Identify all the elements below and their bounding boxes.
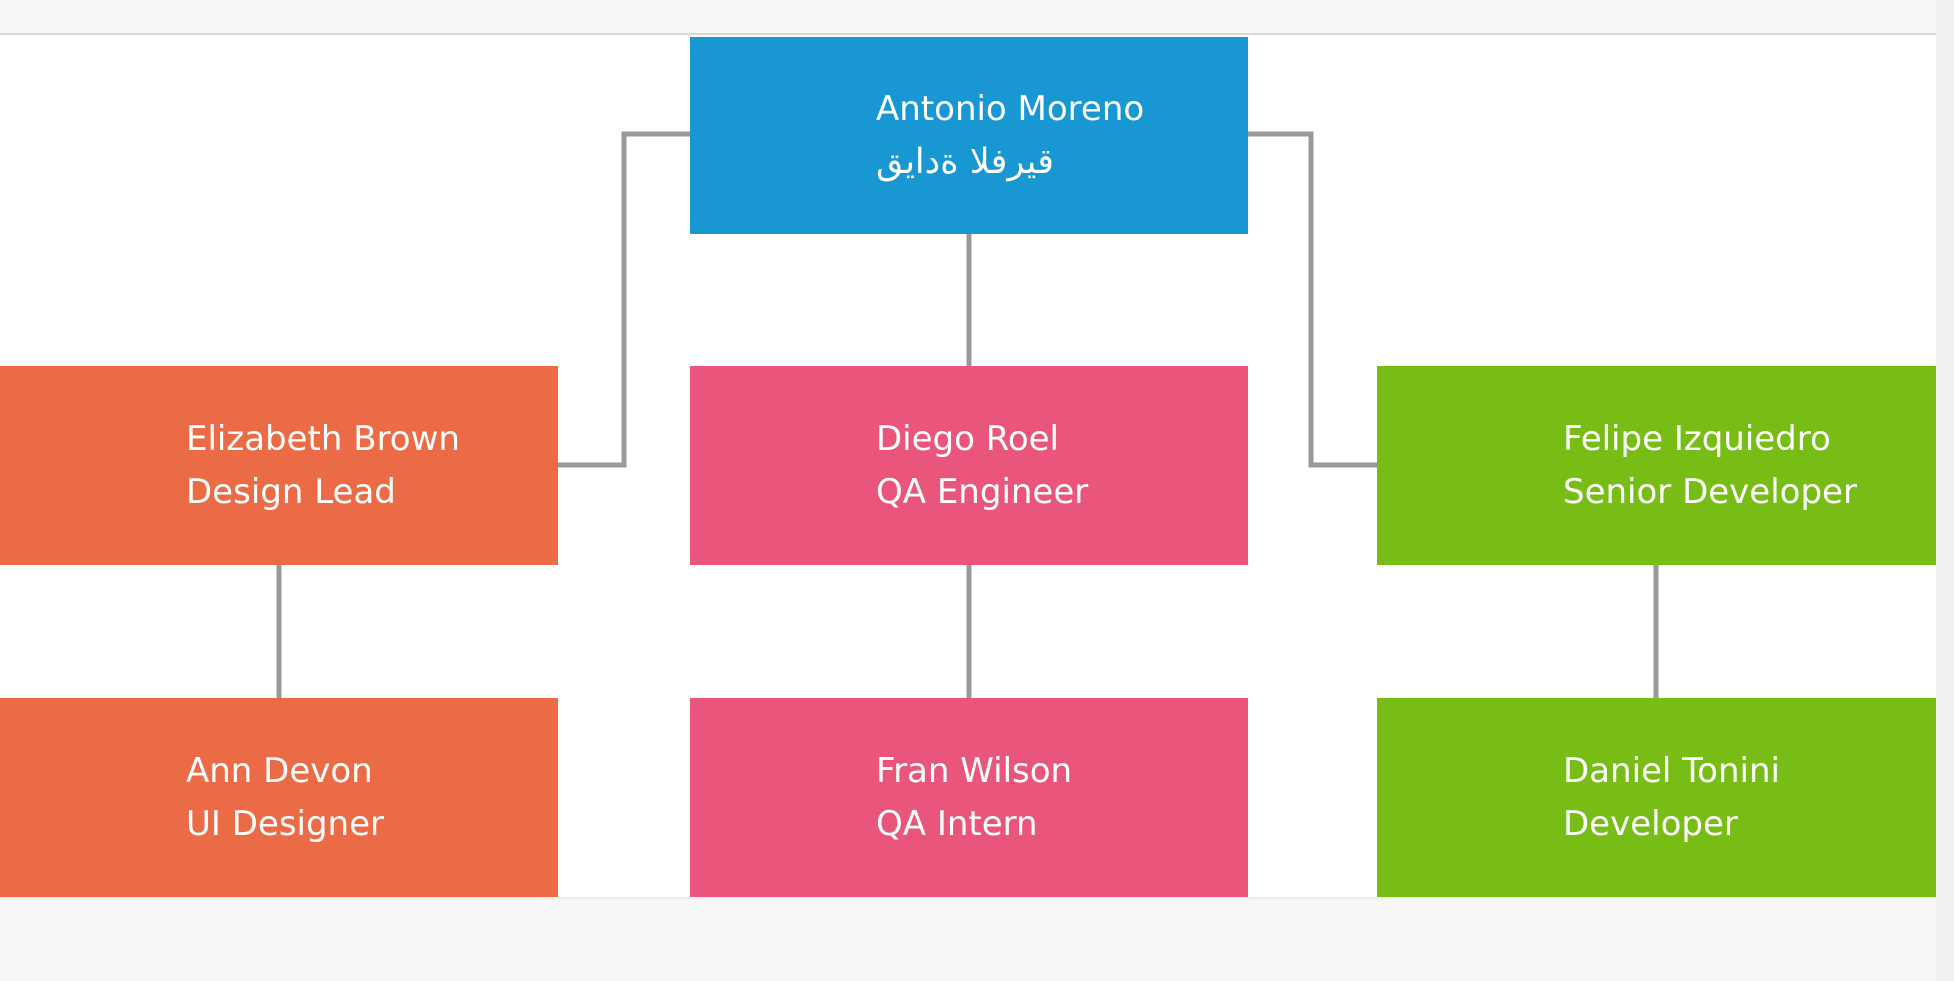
node-name: Fran Wilson [876,750,1073,791]
node-role: QA Engineer [876,471,1089,512]
scrollbar-track[interactable] [1936,0,1954,981]
node-name: Felipe Izquiedro [1563,418,1831,459]
node-antonio-moreno[interactable]: Antonio Moreno قيادة الفريق [690,37,1248,234]
node-felipe-izquiedro[interactable]: Felipe Izquiedro Senior Developer [1377,366,1936,565]
node-name: Ann Devon [186,750,373,791]
node-fran-wilson[interactable]: Fran Wilson QA Intern [690,698,1248,897]
node-name: Diego Roel [876,418,1059,459]
connector-antonio-felipe [1248,131,1377,468]
node-role: Developer [1563,803,1738,844]
top-band [0,0,1936,35]
node-role: قيادة الفريق [876,141,1054,182]
node-name: Elizabeth Brown [186,418,460,459]
node-daniel-tonini[interactable]: Daniel Tonini Developer [1377,698,1936,897]
connector-antonio-elizabeth [558,131,690,468]
node-name: Daniel Tonini [1563,750,1780,791]
node-ann-devon[interactable]: Ann Devon UI Designer [0,698,558,897]
node-elizabeth-brown[interactable]: Elizabeth Brown Design Lead [0,366,558,565]
node-name: Antonio Moreno [876,88,1145,129]
node-role: UI Designer [186,803,385,844]
bottom-band [0,897,1936,981]
node-role: QA Intern [876,803,1038,844]
node-diego-roel[interactable]: Diego Roel QA Engineer [690,366,1248,565]
node-role: Design Lead [186,471,396,512]
node-role: Senior Developer [1563,471,1857,512]
